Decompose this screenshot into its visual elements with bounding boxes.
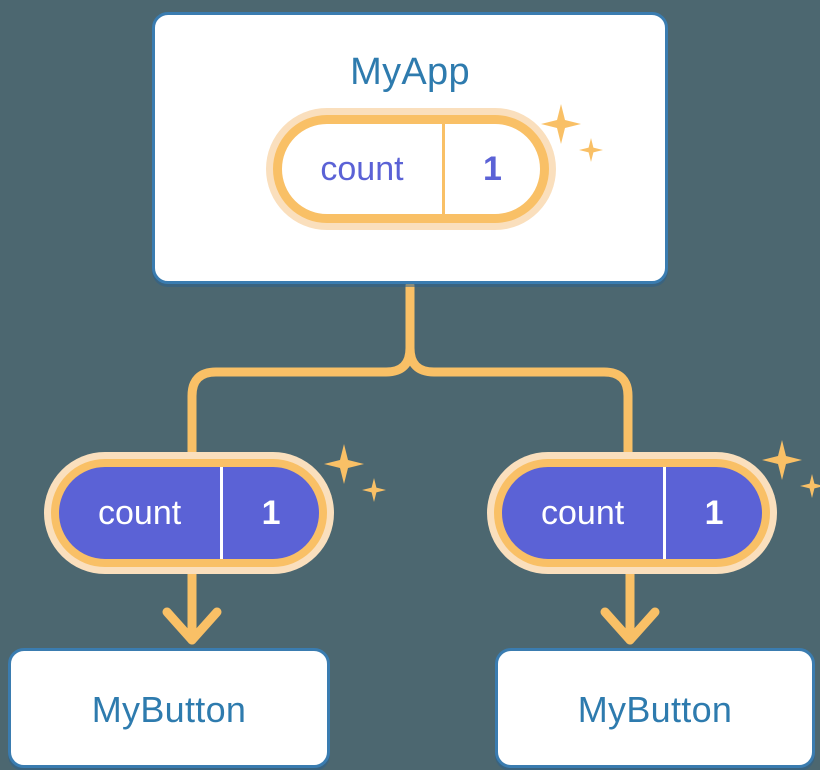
state-pill-body: count 1: [494, 459, 770, 567]
sparkle-star-small-icon: [800, 474, 820, 498]
state-key-label: count: [541, 493, 625, 532]
state-pill-myapp[interactable]: count 1: [266, 108, 556, 230]
state-value-label: 1: [663, 467, 762, 559]
sparkle-star-small-icon: [362, 478, 386, 502]
branch-line-left: [187, 281, 415, 457]
arrow-head-right-icon: [600, 607, 660, 645]
sparkle-star-large-icon: [324, 444, 364, 484]
sparkle-icon: [324, 444, 394, 514]
mybutton-title: MyButton: [91, 689, 247, 730]
sparkle-star-large-icon: [762, 440, 802, 480]
state-pill-body: count 1: [51, 459, 327, 567]
component-card-mybutton-right[interactable]: MyButton: [495, 648, 815, 768]
myapp-title: MyApp: [350, 51, 470, 93]
state-key-label: count: [98, 493, 182, 532]
state-pill-child-right[interactable]: count 1: [487, 452, 777, 574]
arrow-head-left-icon: [162, 607, 222, 645]
component-card-mybutton-left[interactable]: MyButton: [8, 648, 330, 768]
state-pill-body: count 1: [273, 115, 549, 223]
state-pill-child-left[interactable]: count 1: [44, 452, 334, 574]
branch-line-right: [405, 281, 633, 457]
state-key-label: count: [320, 149, 404, 188]
mybutton-title: MyButton: [577, 689, 733, 730]
state-value-label: 1: [220, 467, 319, 559]
state-value-label: 1: [441, 124, 540, 214]
